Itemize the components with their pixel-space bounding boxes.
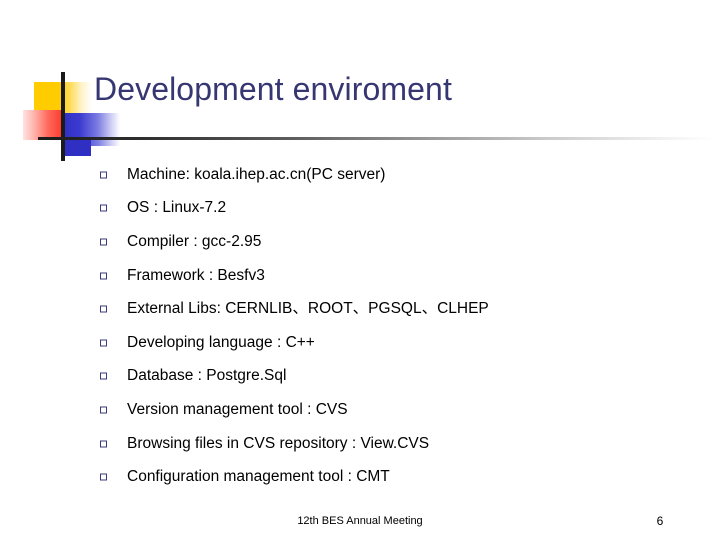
square-bullet-icon — [100, 238, 107, 246]
square-bullet-icon — [100, 272, 107, 280]
square-bullet-icon — [100, 339, 107, 347]
list-item: OS : Linux-7.2 — [0, 192, 720, 226]
list-item: External Libs: CERNLIB、ROOT、PGSQL、CLHEP — [0, 292, 720, 326]
list-item: Version management tool : CVS — [0, 393, 720, 427]
bullet-list: Machine: koala.ihep.ac.cn(PC server) OS … — [0, 158, 720, 494]
square-bullet-icon — [100, 473, 107, 481]
page-title: Development enviroment — [94, 71, 452, 107]
blue-square-decoration — [62, 113, 120, 146]
page-number: 6 — [656, 514, 664, 528]
list-item-label: Browsing files in CVS repository : View.… — [127, 434, 430, 452]
list-item: Machine: koala.ihep.ac.cn(PC server) — [0, 158, 720, 192]
list-item: Developing language : C++ — [0, 326, 720, 360]
list-item-label: Framework : Besfv3 — [127, 266, 265, 284]
title-underline-rule — [38, 137, 714, 140]
square-bullet-icon — [100, 204, 107, 212]
list-item: Browsing files in CVS repository : View.… — [0, 427, 720, 461]
square-bullet-icon — [100, 305, 107, 313]
square-bullet-icon — [100, 440, 107, 448]
square-bullet-icon — [100, 406, 107, 414]
list-item: Configuration management tool : CMT — [0, 460, 720, 494]
list-item-label: OS : Linux-7.2 — [127, 199, 227, 217]
square-bullet-icon — [100, 171, 107, 179]
square-bullet-icon — [100, 372, 107, 380]
list-item-label: Compiler : gcc-2.95 — [127, 232, 262, 250]
list-item: Framework : Besfv3 — [0, 259, 720, 293]
footer-text: 12th BES Annual Meeting — [297, 515, 423, 527]
yellow-square-decoration — [34, 82, 92, 114]
list-item-label: Configuration management tool : CMT — [127, 468, 390, 486]
list-item: Compiler : gcc-2.95 — [0, 225, 720, 259]
vertical-rule-decoration — [61, 72, 65, 161]
list-item-label: Database : Postgre.Sql — [127, 367, 287, 385]
blue-square-lower-decoration — [62, 140, 91, 156]
list-item: Database : Postgre.Sql — [0, 360, 720, 394]
red-square-decoration — [23, 110, 63, 140]
list-item-label: Developing language : C++ — [127, 333, 315, 351]
list-item-label: Machine: koala.ihep.ac.cn(PC server) — [127, 165, 386, 183]
list-item-label: External Libs: CERNLIB、ROOT、PGSQL、CLHEP — [127, 300, 489, 318]
list-item-label: Version management tool : CVS — [127, 400, 348, 418]
